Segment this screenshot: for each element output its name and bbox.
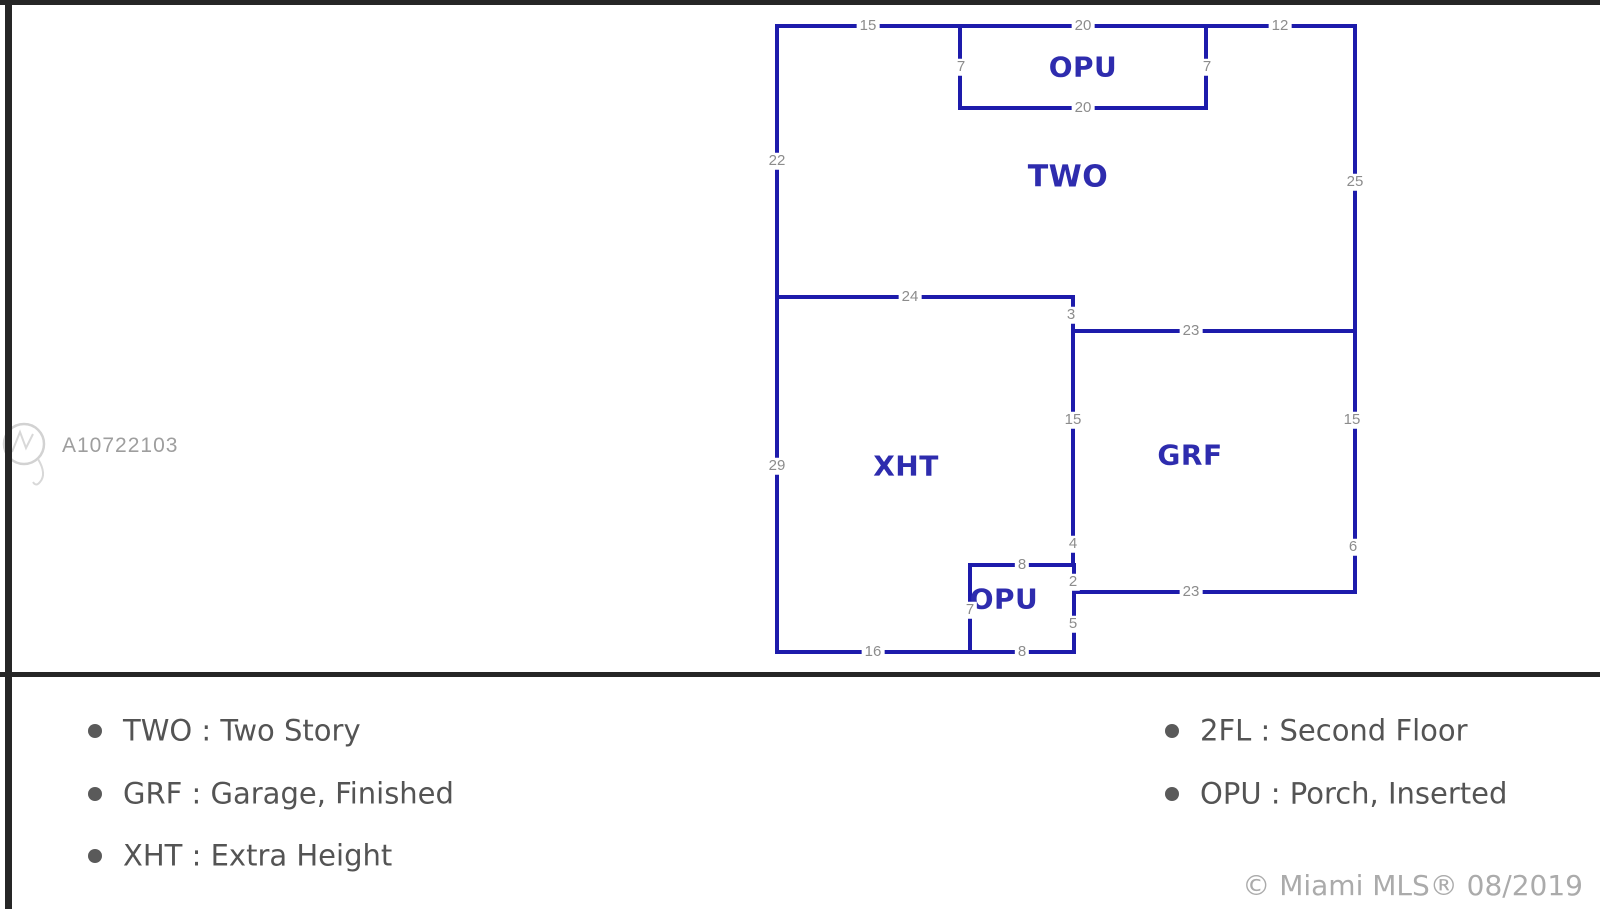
dim-label-left-29: 29 bbox=[765, 457, 789, 475]
dim-label-opu-bot-top-8: 8 bbox=[1014, 556, 1030, 574]
dim-label-grf-top-23: 23 bbox=[1179, 322, 1203, 340]
dim-label-top-15: 15 bbox=[856, 17, 880, 35]
dim-label-right-15: 15 bbox=[1340, 411, 1364, 429]
bullet-icon bbox=[88, 849, 102, 863]
dim-label-left-22: 22 bbox=[765, 152, 789, 170]
dim-label-mid-24: 24 bbox=[898, 288, 922, 306]
dim-label-jog-3: 3 bbox=[1063, 306, 1079, 324]
dim-label-opu-top-bottom-20: 20 bbox=[1071, 99, 1095, 117]
section-divider bbox=[0, 672, 1600, 677]
copyright-watermark: © Miami MLS® 08/2019 bbox=[1242, 869, 1583, 902]
top-border bbox=[0, 0, 1600, 5]
area-label-opu-top: OPU bbox=[1048, 50, 1118, 84]
dim-label-opu-top-right-7: 7 bbox=[1199, 58, 1215, 76]
legend-item-grf: GRF : Garage, Finished bbox=[123, 776, 454, 811]
mls-logo-icon bbox=[2, 422, 46, 486]
left-border bbox=[5, 0, 12, 909]
dim-label-top-20: 20 bbox=[1071, 17, 1095, 35]
dim-label-divider-4: 4 bbox=[1065, 535, 1081, 553]
legend-item-2fl: 2FL : Second Floor bbox=[1200, 713, 1468, 748]
dim-label-opu-bot-left-7: 7 bbox=[962, 601, 978, 619]
dim-label-5: 5 bbox=[1065, 615, 1081, 633]
bullet-icon bbox=[88, 787, 102, 801]
bullet-icon bbox=[1165, 724, 1179, 738]
dim-label-2: 2 bbox=[1065, 573, 1081, 591]
floorplan-outline bbox=[775, 24, 1357, 654]
mls-number-watermark: A10722103 bbox=[62, 434, 179, 457]
dim-label-top-12: 12 bbox=[1268, 17, 1292, 35]
dim-label-divider-15: 15 bbox=[1061, 411, 1085, 429]
dim-label-right-6: 6 bbox=[1345, 538, 1361, 556]
area-label-xht: XHT bbox=[873, 449, 939, 483]
floorplan-walls bbox=[775, 24, 1357, 654]
legend-item-opu: OPU : Porch, Inserted bbox=[1200, 776, 1508, 811]
area-label-two: TWO bbox=[1027, 159, 1109, 195]
dim-label-opu-top-left-7: 7 bbox=[953, 58, 969, 76]
dim-label-grf-bottom-23: 23 bbox=[1179, 583, 1203, 601]
legend-item-xht: XHT : Extra Height bbox=[123, 838, 393, 873]
area-label-grf: GRF bbox=[1157, 438, 1223, 472]
bullet-icon bbox=[88, 724, 102, 738]
dim-label-opu-bot-bottom-8: 8 bbox=[1014, 643, 1030, 661]
dim-label-bottom-16: 16 bbox=[861, 643, 885, 661]
bullet-icon bbox=[1165, 787, 1179, 801]
dim-label-right-25: 25 bbox=[1343, 173, 1367, 191]
area-label-opu-bottom: OPU bbox=[969, 582, 1039, 616]
legend-item-two: TWO : Two Story bbox=[123, 713, 361, 748]
